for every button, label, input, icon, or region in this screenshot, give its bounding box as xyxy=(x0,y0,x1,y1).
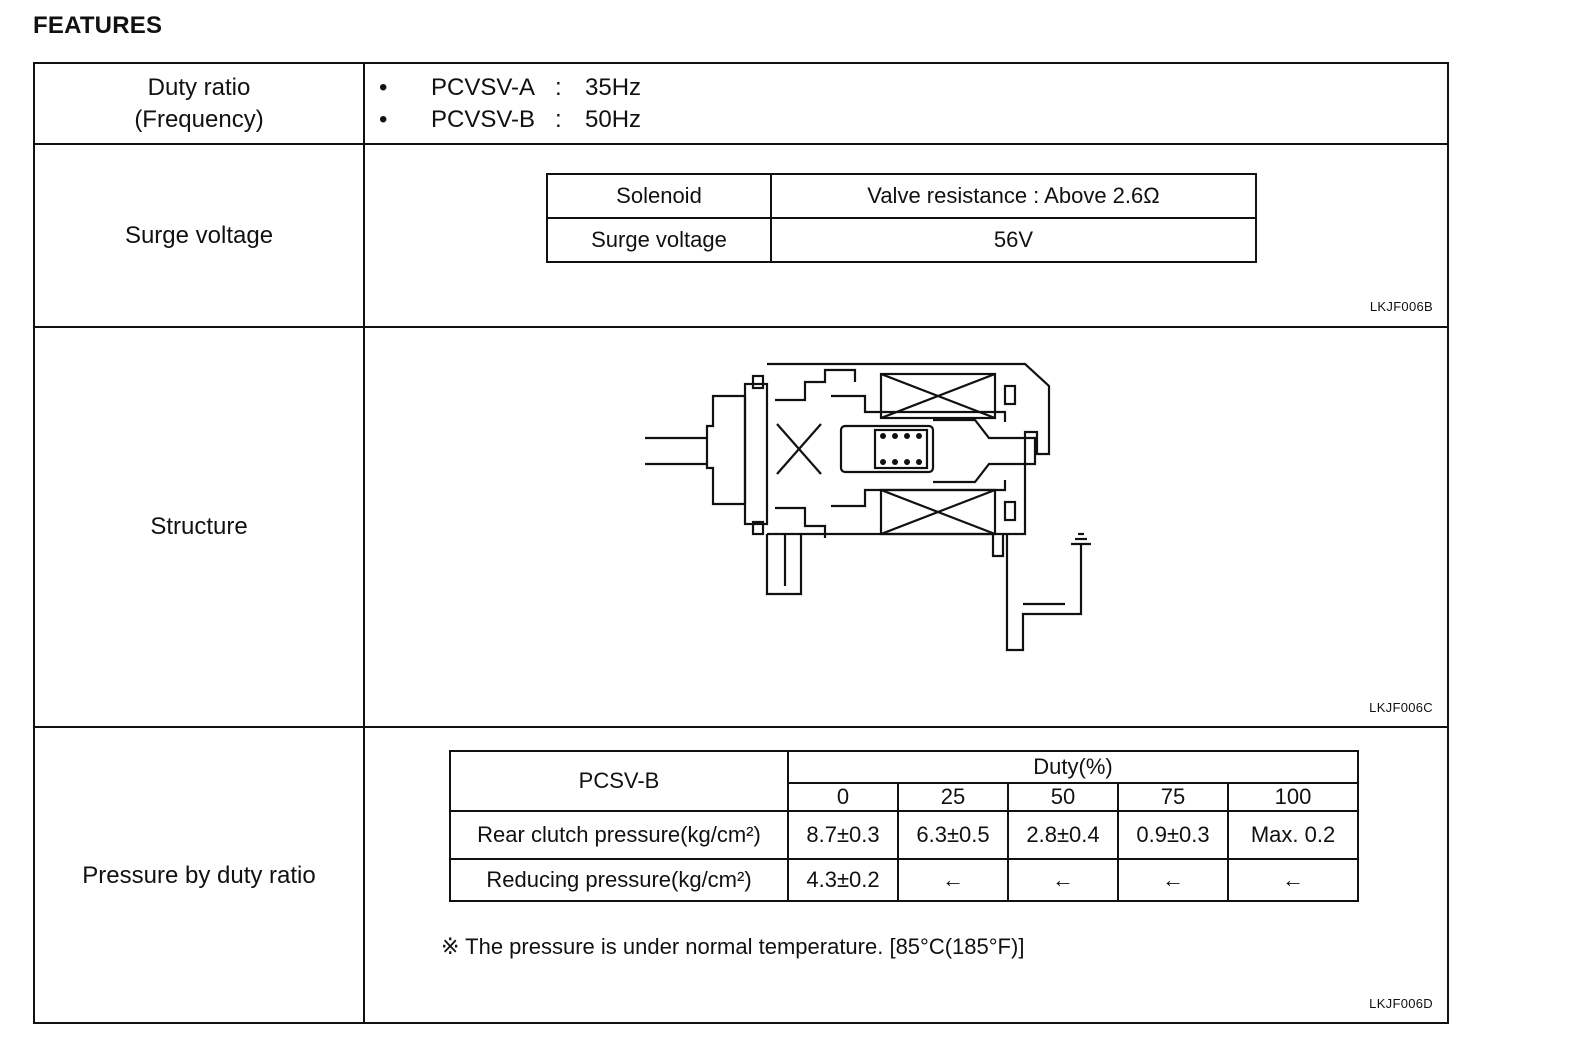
row-header-cell: Rear clutch pressure(kg/cm²) xyxy=(449,810,789,860)
table-cell: 2.8±0.4 xyxy=(1007,810,1119,860)
table-cell: 56V xyxy=(770,217,1257,263)
duty-header-cell: 25 xyxy=(897,782,1009,812)
temperature-note: ※ The pressure is under normal temperatu… xyxy=(441,934,1025,959)
table-cell: Valve resistance : Above 2.6Ω xyxy=(770,173,1257,219)
table-row: Solenoid Valve resistance : Above 2.6Ω xyxy=(546,173,1257,219)
bullet-icon: • xyxy=(379,106,388,133)
table-cell: Solenoid xyxy=(546,173,772,219)
table-row: Rear clutch pressure(kg/cm²) 8.7±0.3 6.3… xyxy=(449,810,1359,860)
duty-header-cell: 75 xyxy=(1117,782,1229,812)
pressure-table: PCSV-B Duty(%) 0 25 50 75 100 Rear clutc… xyxy=(449,750,1359,902)
structure-content: LKJF006C xyxy=(365,328,1447,726)
pressure-label: Pressure by duty ratio xyxy=(35,728,365,1024)
duty-ratio-label: Duty ratio (Frequency) xyxy=(35,64,365,143)
valve-name: PCVSV-B xyxy=(431,106,536,133)
bullet-icon: • xyxy=(379,74,388,101)
frequency-value: 35Hz xyxy=(585,74,642,101)
table-row: Surge voltage 56V xyxy=(546,217,1257,263)
table-row: 0 25 50 75 100 xyxy=(450,782,1359,812)
surge-voltage-label: Surge voltage xyxy=(35,145,365,326)
figure-code: LKJF006C xyxy=(1369,700,1433,715)
frequency-list: • PCVSV-A : 35Hz • PCVSV-B : 50Hz xyxy=(379,72,641,136)
table-cell: 4.3±0.2 xyxy=(787,858,899,902)
frequency-item: • PCVSV-A : 35Hz xyxy=(379,72,641,104)
frequency-value: 50Hz xyxy=(585,106,642,133)
arrow-left-icon: ← xyxy=(1007,858,1119,902)
arrow-left-icon: ← xyxy=(1117,858,1229,902)
table-cell: 6.3±0.5 xyxy=(897,810,1009,860)
arrow-left-icon: ← xyxy=(897,858,1009,902)
duty-header-cell: 0 xyxy=(787,782,899,812)
table-cell: Surge voltage xyxy=(546,217,772,263)
row-header-cell: Reducing pressure(kg/cm²) xyxy=(449,858,789,902)
duty-ratio-label-line1: Duty ratio xyxy=(147,73,251,101)
figure-code: LKJF006B xyxy=(1369,299,1433,314)
pressure-content: PCSV-B Duty(%) 0 25 50 75 100 Rear clutc… xyxy=(365,728,1447,1024)
features-table: Duty ratio (Frequency) • PCVSV-A : 35Hz … xyxy=(33,62,1449,1024)
separator: : xyxy=(555,74,562,101)
table-corner-cell: PCSV-B xyxy=(449,750,789,812)
table-row: PCSV-B Duty(%) xyxy=(449,750,1359,812)
surge-voltage-table: Solenoid Valve resistance : Above 2.6Ω S… xyxy=(546,173,1257,263)
row-pressure: Pressure by duty ratio PCSV-B Duty(%) 0 … xyxy=(35,726,1447,1024)
page-heading: FEATURES xyxy=(33,12,163,39)
figure-code: LKJF006D xyxy=(1369,996,1433,1011)
valve-name: PCVSV-A xyxy=(431,74,536,101)
row-structure: Structure xyxy=(35,326,1447,726)
duty-group-header: Duty(%) xyxy=(787,750,1359,784)
surge-voltage-content: Solenoid Valve resistance : Above 2.6Ω S… xyxy=(365,145,1447,326)
table-cell: 8.7±0.3 xyxy=(787,810,899,860)
row-surge-voltage: Surge voltage Solenoid Valve resistance … xyxy=(35,143,1447,326)
table-cell: Max. 0.2 xyxy=(1227,810,1359,860)
separator: : xyxy=(555,106,562,133)
duty-header-cell: 100 xyxy=(1227,782,1359,812)
duty-ratio-label-line2: (Frequency) xyxy=(134,105,264,133)
duty-ratio-content: • PCVSV-A : 35Hz • PCVSV-B : 50Hz xyxy=(365,64,1447,143)
table-cell: 0.9±0.3 xyxy=(1117,810,1229,860)
structure-label: Structure xyxy=(35,328,365,726)
frequency-item: • PCVSV-B : 50Hz xyxy=(379,104,641,136)
solenoid-valve-diagram xyxy=(645,362,1091,652)
arrow-left-icon: ← xyxy=(1227,858,1359,902)
duty-header-cell: 50 xyxy=(1007,782,1119,812)
table-row: Reducing pressure(kg/cm²) 4.3±0.2 ← ← ← … xyxy=(449,858,1359,902)
row-duty-ratio: Duty ratio (Frequency) • PCVSV-A : 35Hz … xyxy=(35,64,1447,143)
